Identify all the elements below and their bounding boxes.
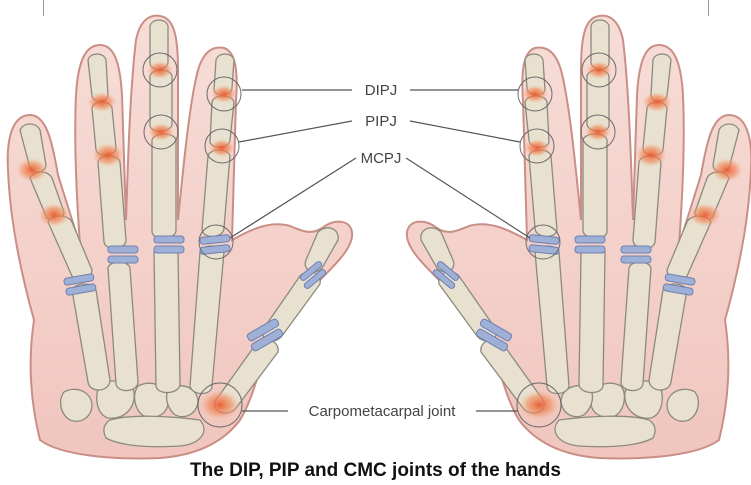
hands-diagram: DIPJ PIPJ MCPJ Carpometacarpal joint	[6, 14, 751, 460]
label-mcpj: MCPJ	[361, 150, 402, 167]
leader-lines	[229, 89, 531, 412]
label-cmc: Carpometacarpal joint	[309, 403, 457, 420]
label-dipj: DIPJ	[365, 82, 398, 99]
figure-caption: The DIP, PIP and CMC joints of the hands	[190, 460, 561, 481]
left-hand	[6, 14, 354, 460]
top-border-left	[43, 0, 44, 16]
right-hand	[405, 14, 751, 460]
label-pipj: PIPJ	[365, 113, 397, 130]
top-border-right	[708, 0, 709, 16]
